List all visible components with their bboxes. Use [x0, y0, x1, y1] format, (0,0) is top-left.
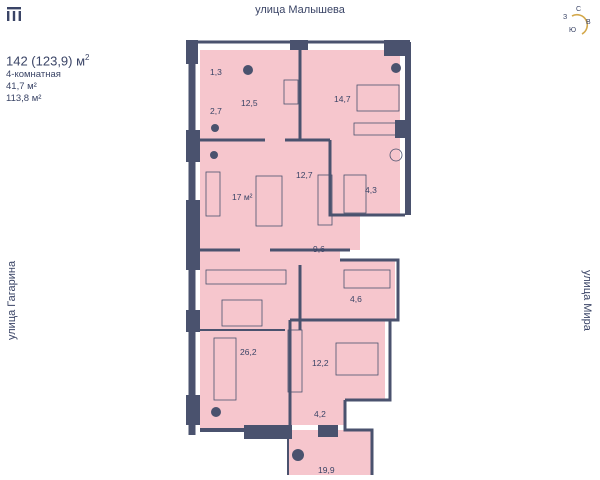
wardrobe-icon [317, 174, 333, 226]
living-area: 41,7 м² [6, 81, 37, 93]
compass-west: З [563, 14, 568, 21]
room-area-label: 17 м² [232, 192, 253, 202]
room-area-label: 12,7 [296, 170, 313, 180]
kitchen-counter-icon [205, 269, 287, 285]
plant-icon [211, 124, 219, 132]
pillars [186, 40, 410, 439]
room-area-label: 14,7 [334, 94, 351, 104]
apartment-info: 142 (123,9) м2 4-комнатная 41,7 м² 113,8… [6, 50, 90, 105]
room-area-label: 19,9 [318, 465, 335, 475]
wardrobe-icon [353, 122, 399, 136]
washing-machine-icon [389, 148, 403, 162]
dining-table-icon [221, 299, 263, 327]
furniture [205, 79, 403, 401]
room-area-label: 12,5 [241, 98, 258, 108]
room-area-label: 4,3 [365, 185, 377, 195]
bathtub-icon [343, 269, 391, 289]
sofa-icon [255, 175, 283, 227]
room-area-label: 1,3 [210, 67, 222, 77]
compass-arc-icon [571, 13, 589, 35]
desk-icon [283, 79, 299, 105]
room-area-label: 9,6 [313, 244, 325, 254]
bed-icon [335, 342, 379, 376]
logo-icon [7, 7, 21, 21]
other-area: 113,8 м² [6, 93, 42, 105]
bed-icon [356, 84, 400, 112]
total-area: 142 (123,9) м2 [6, 53, 90, 69]
wardrobe-icon [287, 329, 303, 393]
plants [210, 63, 401, 461]
compass-south: Ю [569, 27, 577, 34]
room-area-label: 2,7 [210, 106, 222, 116]
plant-icon [211, 407, 221, 417]
room-area-label: 4,2 [314, 409, 326, 419]
room-area-label: 4,6 [350, 294, 362, 304]
plant-icon [292, 449, 304, 461]
compass: С З В Ю [560, 6, 594, 40]
street-label-top: улица Малышева [255, 4, 345, 16]
rooms-count-label: 4-комнатная [6, 69, 61, 81]
plant-icon [210, 151, 218, 159]
room-area-label: 12,2 [312, 358, 329, 368]
compass-east: В [586, 19, 591, 26]
compass-north: С [576, 6, 582, 13]
plant-icon [391, 63, 401, 73]
bathtub-icon [343, 174, 367, 214]
room-area-label: 26,2 [240, 347, 257, 357]
room-fills [200, 50, 400, 475]
desk-icon [205, 171, 221, 217]
plant-icon [243, 65, 253, 75]
sofa-icon [213, 337, 237, 401]
